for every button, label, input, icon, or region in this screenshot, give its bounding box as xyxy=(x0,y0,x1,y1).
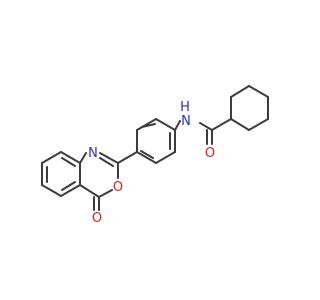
bond xyxy=(155,118,176,131)
bond xyxy=(117,151,138,164)
amide-nh-hydrogen-label: H xyxy=(180,100,190,115)
bond xyxy=(99,152,119,164)
chemical-structure-diagram: H N O N O O xyxy=(41,85,269,226)
bond xyxy=(61,181,76,191)
bond xyxy=(60,151,81,164)
bond xyxy=(60,184,81,197)
bond xyxy=(79,152,87,164)
bond xyxy=(141,123,156,128)
bond xyxy=(211,118,232,131)
amide-nitrogen-label: N xyxy=(181,114,191,129)
bonds xyxy=(41,85,269,211)
bond xyxy=(98,189,113,198)
bond xyxy=(140,150,154,159)
bond xyxy=(61,157,76,167)
bond xyxy=(174,120,181,131)
ketone-oxygen-label: O xyxy=(92,211,102,226)
bond xyxy=(230,118,250,131)
bond xyxy=(41,184,62,197)
bond xyxy=(248,85,269,98)
bond xyxy=(99,157,114,167)
bond xyxy=(41,151,62,164)
ring-nitrogen-label: N xyxy=(88,146,98,161)
bond xyxy=(79,184,100,198)
ring-oxygen-label: O xyxy=(113,180,123,195)
amide-oxygen-label: O xyxy=(205,146,215,161)
bond xyxy=(248,118,269,131)
bond xyxy=(136,118,157,131)
bond xyxy=(230,85,250,98)
bond xyxy=(155,151,176,164)
chemical-structure-canvas: H N O N O O xyxy=(41,85,269,226)
bond xyxy=(136,151,157,164)
bond xyxy=(199,122,213,131)
